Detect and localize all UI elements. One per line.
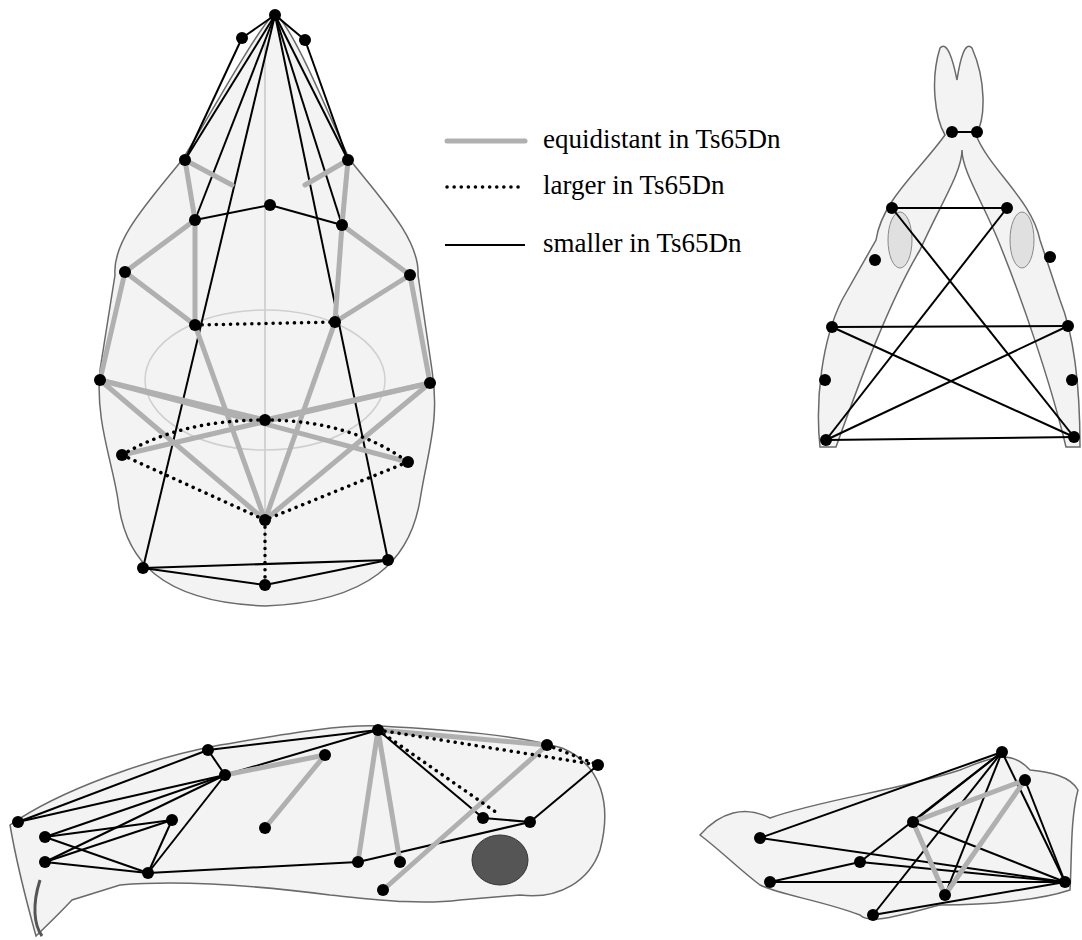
- mandible-outline: [818, 46, 1080, 447]
- lateral-skull-outline: [10, 726, 605, 936]
- legend-label: equidistant in Ts65Dn: [541, 126, 783, 153]
- lateral-skull-lines: [18, 730, 598, 890]
- legend-label: larger in Ts65Dn: [541, 172, 727, 199]
- mandible-smaller-lines: [826, 132, 1074, 440]
- legend-label: smaller in Ts65Dn: [541, 230, 744, 257]
- dorsal-skull-outline: [99, 12, 435, 606]
- mandible-landmarks: [819, 126, 1080, 446]
- dorsal-smaller-lines: [143, 15, 388, 585]
- lateral-mandible-lines: [760, 752, 1065, 915]
- lateral-mandible-landmarks: [754, 746, 1071, 921]
- lateral-skull-landmarks: [12, 724, 604, 896]
- dorsal-landmarks: [94, 9, 436, 591]
- dorsal-larger-lines: [122, 322, 408, 585]
- dorsal-equidistant-lines: [100, 160, 430, 520]
